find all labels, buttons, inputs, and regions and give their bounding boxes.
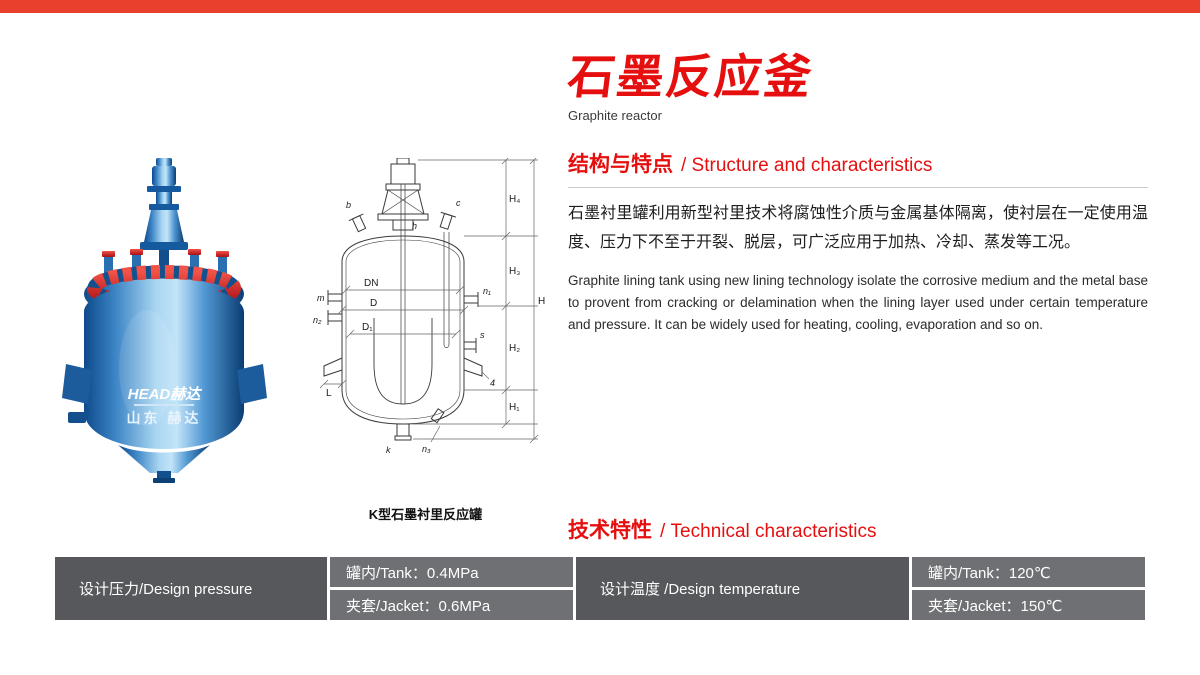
page-subtitle: Graphite reactor (568, 108, 662, 124)
vessel-outline (323, 157, 483, 441)
dim-label-dn: DN (364, 278, 378, 289)
design-pressure-label: 设计压力/Design pressure (55, 557, 327, 620)
spec-table: 设计压力/Design pressure 罐内/Tank：0.4MPa 夹套/J… (55, 557, 1145, 620)
dim-label-h4: H₄ (509, 194, 520, 205)
point-label-n3: n₃ (422, 444, 431, 454)
bottom-flange (153, 478, 175, 483)
top-nozzles (102, 249, 229, 276)
temperature-tank-value: 罐内/Tank：120℃ (912, 557, 1145, 587)
dimension-labels: H₄ H₃ H₂ H₁ H DN D D₁ L b c h m n₂ n₁ s … (313, 194, 545, 455)
body-highlight (119, 310, 175, 426)
point-label-h: h (412, 221, 417, 231)
point-label-n1: n₁ (483, 286, 491, 296)
point-label-s: s (480, 330, 485, 340)
design-pressure-values: 罐内/Tank：0.4MPa 夹套/Jacket：0.6MPa (330, 557, 573, 620)
point-label-k: k (386, 445, 391, 455)
top-red-bar (0, 0, 1200, 13)
dim-label-d1: D₁ (362, 322, 373, 333)
drawing-caption: K型石墨衬里反应罐 (368, 507, 483, 522)
technical-heading: 技术特性 / Technical characteristics (568, 514, 876, 544)
brand-name-text: 山东 赫达 (127, 410, 202, 426)
left-bracket (62, 364, 92, 404)
point-label-b: b (346, 200, 351, 210)
right-bracket (237, 364, 267, 404)
point-label-m: m (317, 293, 325, 303)
dim-label-h3: H₃ (509, 266, 520, 277)
dim-label-l: L (326, 388, 332, 399)
pressure-tank-value: 罐内/Tank：0.4MPa (330, 557, 573, 587)
reactor-photo-svg: HEAD赫达 山东 赫达 (62, 158, 267, 483)
reactor-schematic-svg: H₄ H₃ H₂ H₁ H DN D D₁ L b c h m n₂ n₁ s … (313, 155, 545, 455)
dim-label-d: D (370, 298, 377, 309)
dim-label-h: H (538, 296, 545, 307)
technical-heading-en: / Technical characteristics (660, 521, 877, 542)
point-label-4: 4 (490, 378, 495, 388)
temperature-jacket-value: 夹套/Jacket：150℃ (912, 590, 1145, 620)
dim-label-h2: H₂ (509, 343, 520, 354)
dimension-lines (319, 155, 539, 444)
content-column: 石墨反应釜 Graphite reactor 结构与特点 / Structure … (564, 50, 1148, 336)
structure-heading-cn: 结构与特点 (568, 153, 673, 177)
product-photo: HEAD赫达 山东 赫达 (62, 158, 267, 483)
pressure-jacket-value: 夹套/Jacket：0.6MPa (330, 590, 573, 620)
structure-heading: 结构与特点 / Structure and characteristics (568, 148, 1148, 189)
dim-label-h1: H₁ (509, 402, 520, 413)
technical-heading-cn: 技术特性 (568, 519, 652, 542)
vessel-body (84, 284, 244, 449)
point-label-c: c (456, 198, 461, 208)
motor-assembly (140, 158, 188, 280)
structure-paragraph-cn: 石墨衬里罐利用新型衬里技术将腐蚀性介质与金属基体隔离，使衬层在一定使用温度、压力… (568, 205, 1148, 252)
design-temperature-values: 罐内/Tank：120℃ 夹套/Jacket：150℃ (912, 557, 1145, 620)
structure-heading-en: / Structure and characteristics (681, 155, 933, 177)
design-temperature-label: 设计温度 /Design temperature (576, 557, 909, 620)
bottom-nozzle (157, 471, 171, 479)
point-label-n2: n₂ (313, 315, 322, 325)
brand-logo-text: HEAD赫达 (128, 386, 203, 403)
bottom-cone (118, 445, 210, 473)
schematic-drawing: H₄ H₃ H₂ H₁ H DN D D₁ L b c h m n₂ n₁ s … (298, 155, 553, 502)
structure-paragraph-en: Graphite lining tank using new lining te… (568, 273, 1148, 333)
side-nozzle (68, 412, 86, 423)
page-title: 石墨反应釜 (564, 50, 817, 103)
